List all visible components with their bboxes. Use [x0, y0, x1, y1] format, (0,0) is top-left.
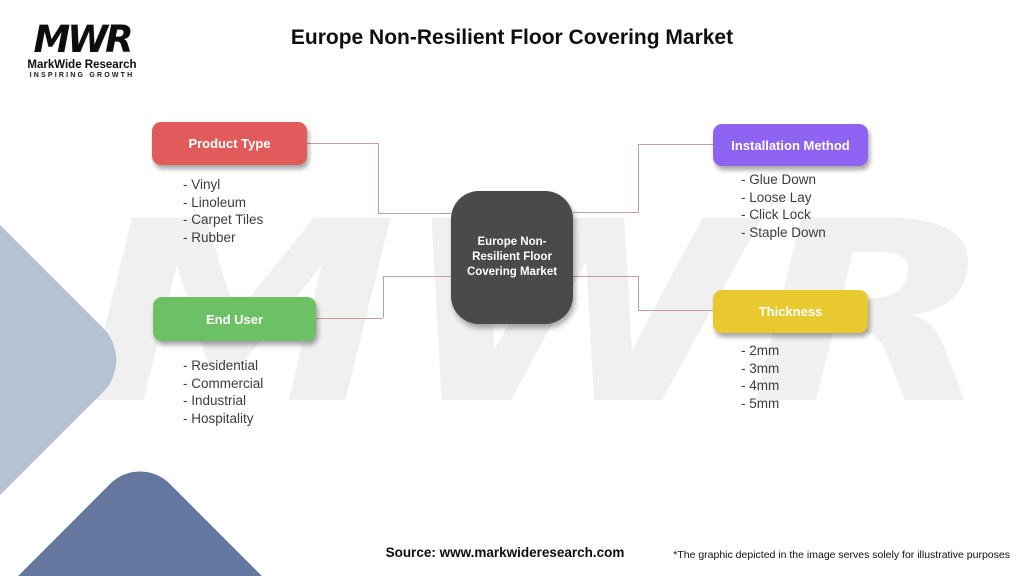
logo-tagline: INSPIRING GROWTH	[29, 72, 135, 79]
product-type-items: - Vinyl - Linoleum - Carpet Tiles - Rubb…	[183, 176, 263, 246]
node-installation-method: Installation Method	[713, 124, 868, 166]
list-item: - 4mm	[741, 378, 780, 393]
list-item: - Glue Down	[741, 172, 817, 187]
list-item: - Staple Down	[741, 224, 826, 240]
list-item: - Residential	[183, 358, 259, 373]
list-item: - Linoleum	[183, 194, 247, 210]
connector-installation-h2	[638, 144, 713, 145]
connector-thickness-v	[638, 276, 639, 310]
source-line: Source: www.markwideresearch.com	[385, 545, 625, 560]
thickness-items: - 2mm - 3mm - 4mm - 5mm	[741, 342, 779, 412]
connector-installation-v	[638, 144, 639, 213]
connector-product-v	[378, 143, 379, 213]
installation-method-items: - Glue Down - Loose Lay - Click Lock - S…	[741, 171, 826, 241]
connector-thickness-h2	[638, 310, 713, 311]
connector-installation-h1	[573, 212, 639, 213]
end-user-items: - Residential - Commercial - Industrial …	[183, 357, 263, 427]
connector-product-h1	[307, 143, 378, 144]
node-thickness: Thickness	[713, 290, 868, 333]
list-item: - Commercial	[183, 375, 264, 391]
list-item: - Loose Lay	[741, 189, 812, 205]
logo-name: MarkWide Research	[27, 59, 137, 71]
mwr-logo-mark: MWR	[33, 18, 133, 61]
list-item: - 2mm	[741, 343, 780, 358]
connector-enduser-v	[383, 276, 384, 318]
disclaimer-text: *The graphic depicted in the image serve…	[673, 549, 1010, 561]
list-item: - Industrial	[183, 393, 247, 408]
node-end-user: End User	[153, 297, 316, 341]
center-node: Europe Non-Resilient Floor Covering Mark…	[451, 191, 573, 324]
list-item: - Click Lock	[741, 207, 811, 222]
node-product-type: Product Type	[152, 122, 307, 165]
list-item: - Carpet Tiles	[183, 212, 264, 227]
list-item: - Rubber	[183, 229, 236, 245]
list-item: - 5mm	[741, 395, 780, 411]
list-item: - Hospitality	[183, 410, 254, 426]
list-item: - Vinyl	[183, 177, 221, 192]
page-title: Europe Non-Resilient Floor Covering Mark…	[290, 26, 734, 49]
list-item: - 3mm	[741, 360, 780, 376]
connector-enduser-h2	[383, 276, 451, 277]
connector-enduser-h1	[316, 318, 383, 319]
connector-product-h2	[378, 213, 451, 214]
connector-thickness-h1	[573, 276, 638, 277]
decor-diamond-dark	[0, 454, 331, 576]
markwide-logo: MWR MarkWide Research INSPIRING GROWTH	[18, 18, 146, 79]
